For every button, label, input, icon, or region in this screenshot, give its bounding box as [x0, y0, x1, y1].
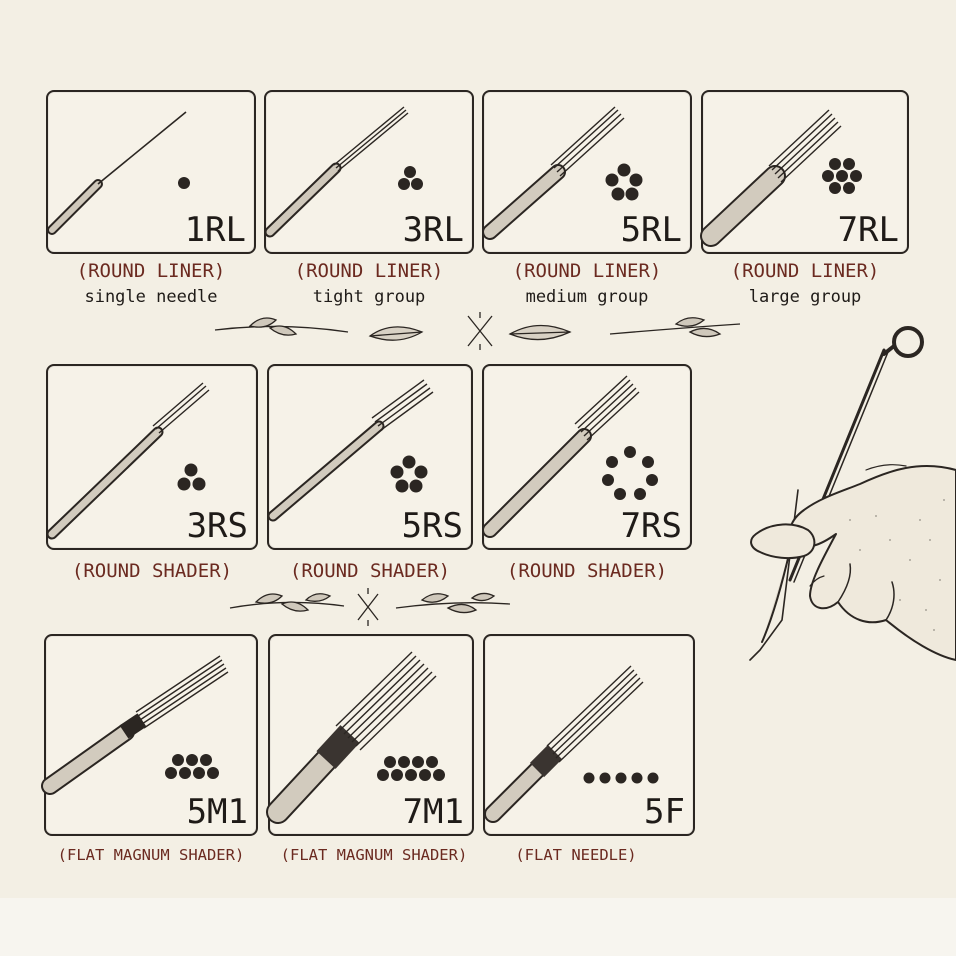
needle-code: 5M1	[186, 792, 248, 832]
needle-type-label: (FLAT NEEDLE)	[515, 846, 637, 864]
needle-code: 3RS	[186, 506, 248, 546]
needle-illustration-icon	[484, 665, 659, 823]
needle-type-label: (ROUND LINER)	[730, 260, 880, 282]
needle-code: 5RL	[620, 210, 682, 250]
leaf-divider	[214, 312, 741, 350]
needle-code: 7RS	[620, 506, 682, 546]
needle-detail-label: single needle	[84, 287, 218, 307]
needle-card-7rs: 7RS	[482, 364, 692, 550]
hand-holding-needle-icon	[749, 326, 956, 661]
needle-code: 3RL	[402, 210, 464, 250]
needle-type-label: (FLAT MAGNUM SHADER)	[280, 846, 468, 864]
leaf-sprig-icon	[248, 317, 298, 336]
needle-illustration-icon	[482, 106, 643, 240]
needle-type-label: (ROUND LINER)	[512, 260, 662, 282]
needle-code: 1RL	[184, 210, 246, 250]
needle-type-label: (ROUND LINER)	[76, 260, 226, 282]
needle-type-label: (ROUND LINER)	[294, 260, 444, 282]
crossed-needles-icon	[357, 593, 379, 621]
leaf-divider	[229, 588, 511, 626]
needle-type-label: (ROUND SHADER)	[71, 560, 233, 582]
needle-illustration-icon	[47, 111, 190, 235]
needle-code: 5RS	[401, 506, 463, 546]
needle-card-1rl: 1RL	[46, 90, 256, 254]
needle-detail-label: tight group	[312, 287, 426, 307]
leaf-sprig-icon	[254, 593, 332, 612]
crossed-needles-icon	[467, 315, 493, 347]
needle-card-5m1: 5M1	[41, 634, 258, 836]
needle-detail-label: large group	[748, 287, 862, 307]
needle-card-5rl: 5RL	[482, 90, 692, 254]
needle-illustration-icon	[267, 379, 434, 522]
needle-illustration-icon	[46, 382, 210, 540]
footer-band	[0, 898, 956, 956]
needle-card-3rs: 3RS	[46, 364, 258, 550]
needle-type-label: (ROUND SHADER)	[506, 560, 668, 582]
needle-card-7rl: 7RL	[700, 90, 909, 254]
needle-code: 5F	[644, 792, 685, 832]
needle-code: 7M1	[402, 792, 464, 832]
needle-type-label: (ROUND SHADER)	[289, 560, 451, 582]
needle-card-5rs: 5RS	[267, 364, 473, 550]
needle-illustration-icon	[41, 655, 229, 795]
needle-illustration-icon	[264, 106, 423, 238]
needle-illustration-icon	[266, 651, 445, 824]
needle-card-7m1: 7M1	[266, 634, 474, 836]
needle-detail-label: medium group	[525, 287, 649, 307]
needle-illustration-icon	[482, 375, 658, 538]
needle-code: 7RL	[837, 210, 899, 250]
needle-card-3rl: 3RL	[264, 90, 474, 254]
needle-type-label: (FLAT MAGNUM SHADER)	[57, 846, 245, 864]
needle-illustration-icon	[700, 109, 862, 247]
needle-card-5f: 5F	[483, 634, 695, 836]
